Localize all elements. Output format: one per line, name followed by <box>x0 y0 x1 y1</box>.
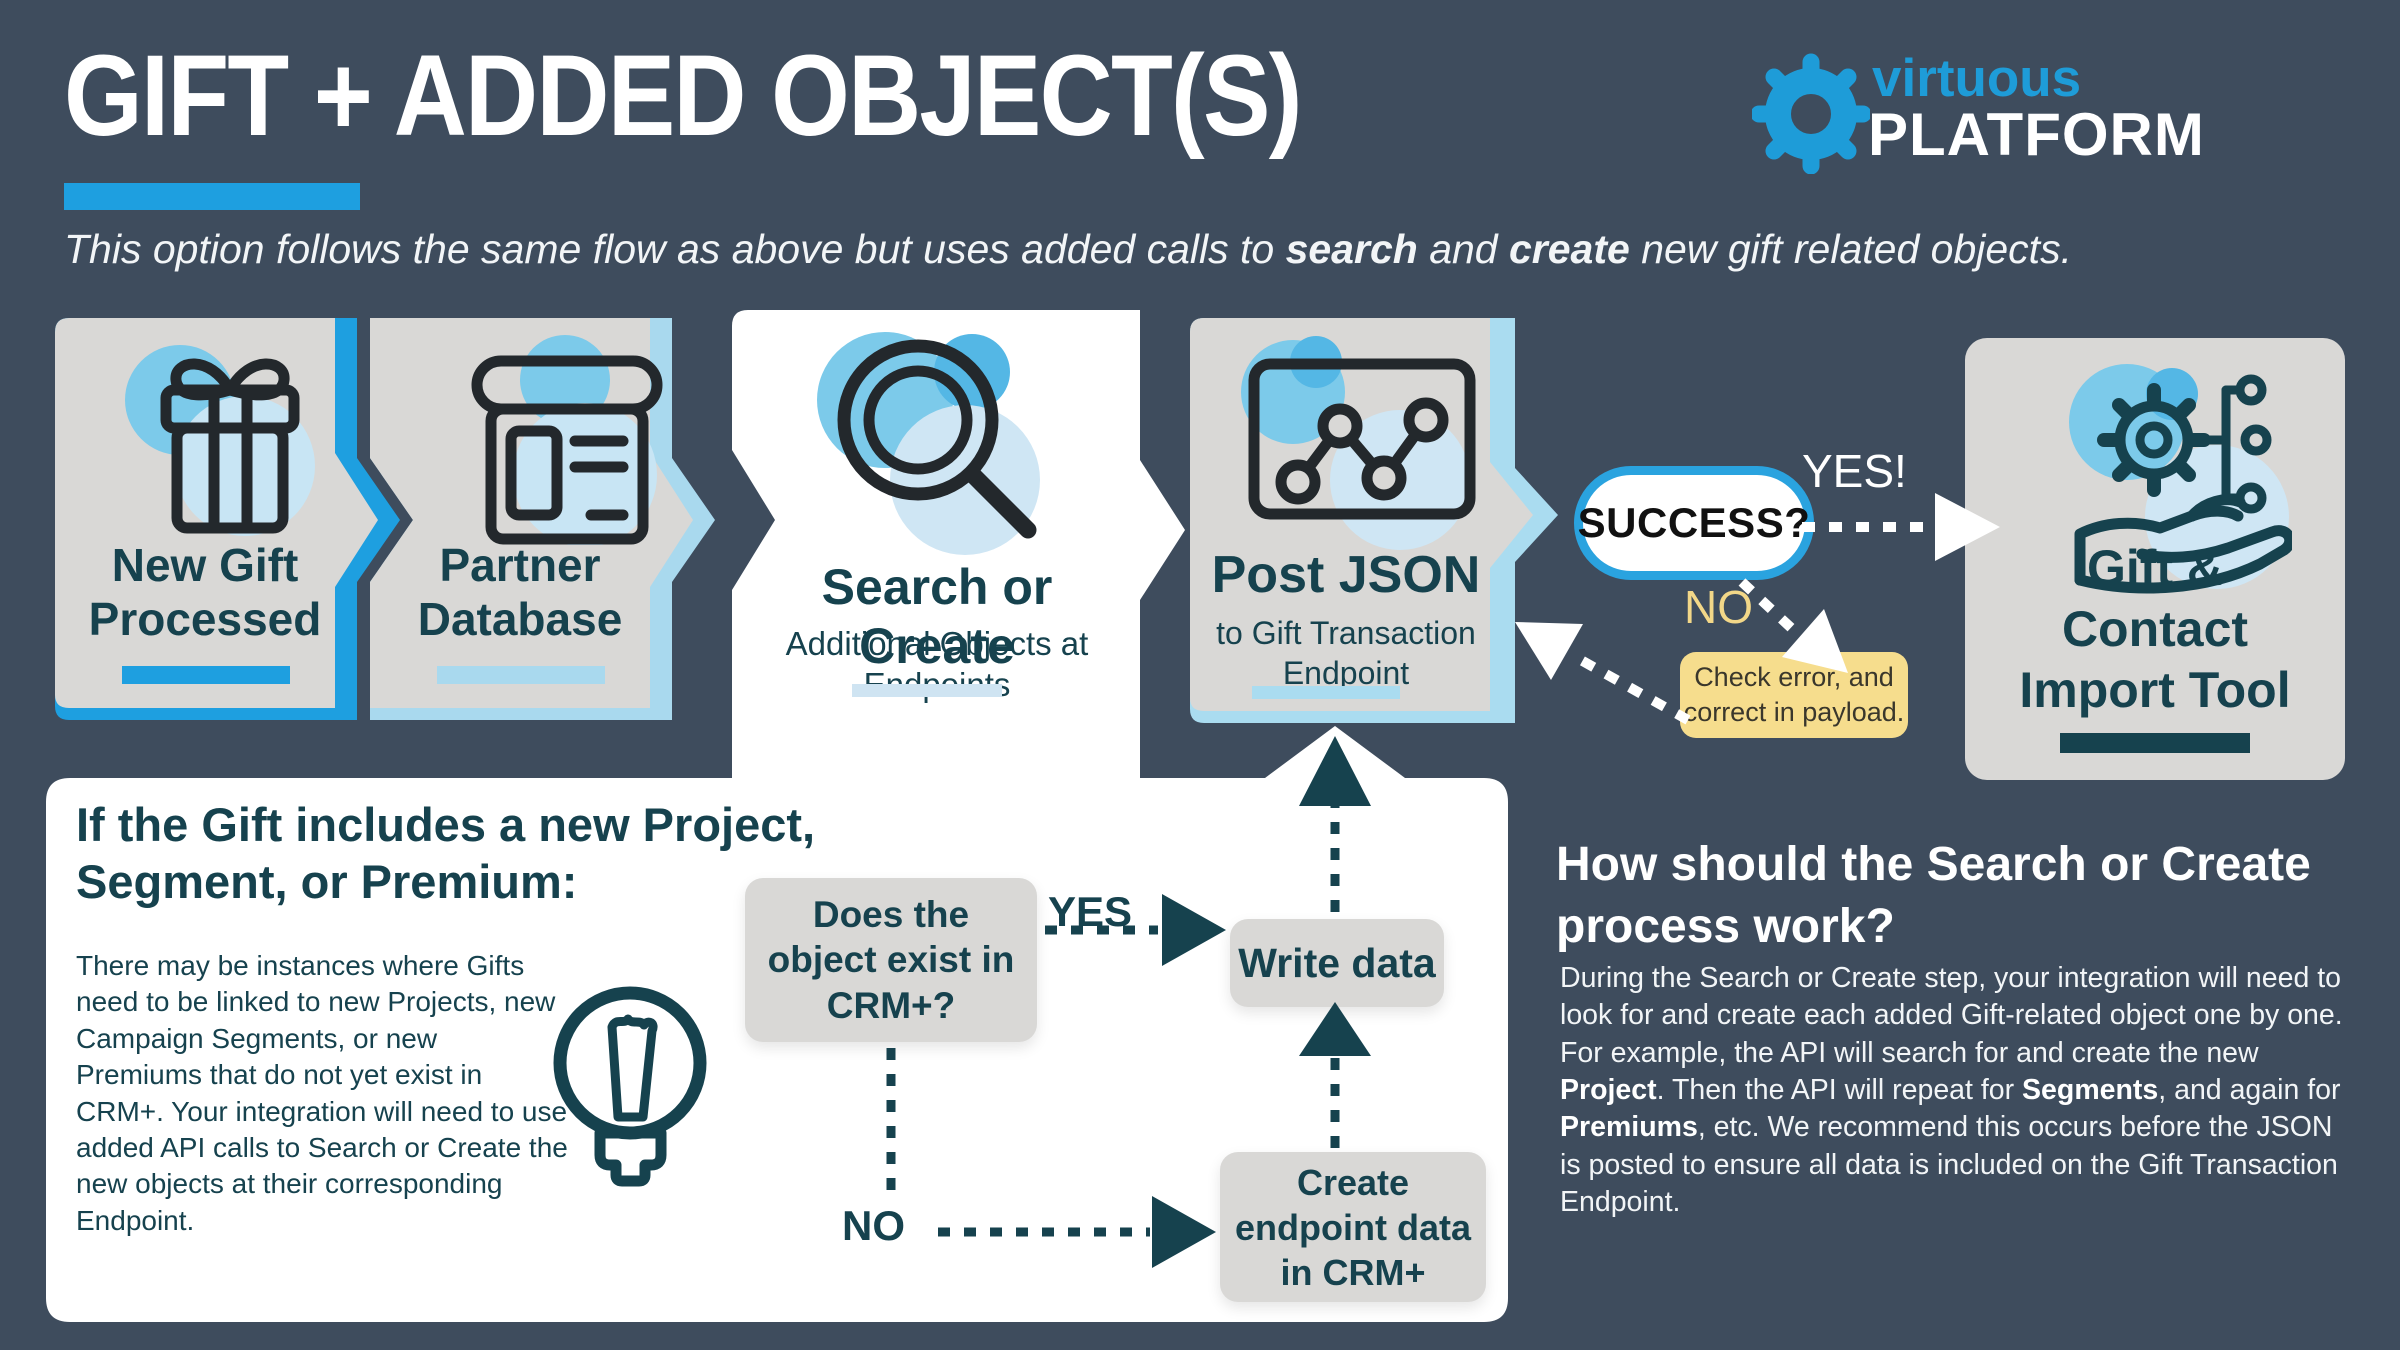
card-label-search-create: Search or Create <box>821 559 1053 674</box>
card-underline-import-tool <box>2060 733 2250 753</box>
gear-hand-icon <box>2069 364 2292 594</box>
virtuous-gear-icon <box>1752 53 1870 174</box>
chart-icon <box>1241 336 1476 550</box>
card-underline-post-json <box>1252 686 1400 699</box>
write-data-box: Write data <box>1230 919 1444 1007</box>
panel-body: There may be instances where Gifts need … <box>76 950 568 1236</box>
panel-heading: If the Gift includes a new Project,Segme… <box>76 798 816 909</box>
card-label-post-json: Post JSON <box>1211 546 1481 604</box>
page-title: GIFT + ADDED OBJECT(S) <box>64 32 1302 160</box>
title-underline <box>64 183 360 210</box>
gift-icon <box>125 345 315 536</box>
logo-wordmark-top: virtuous <box>1872 49 2082 108</box>
success-yes-label: YES! <box>1802 445 1907 497</box>
lightbulb-icon <box>553 986 707 1187</box>
card-underline-search-create <box>852 684 1002 697</box>
card-underline-new-gift <box>122 666 290 684</box>
card-underline-partner-db <box>437 666 605 684</box>
decision-no-label: NO <box>842 1202 905 1249</box>
decision-yes-label: YES <box>1048 888 1133 935</box>
database-icon <box>471 335 663 545</box>
subtitle: This option follows the same flow as abo… <box>64 226 2072 272</box>
right-body: During the Search or Create step, your i… <box>1560 962 2343 1218</box>
logo-wordmark-bottom: PLATFORM <box>1868 101 2205 168</box>
success-decision-pill: SUCCESS? <box>1574 466 1814 580</box>
search-icon <box>817 332 1040 555</box>
success-no-label: NO <box>1684 581 1753 633</box>
